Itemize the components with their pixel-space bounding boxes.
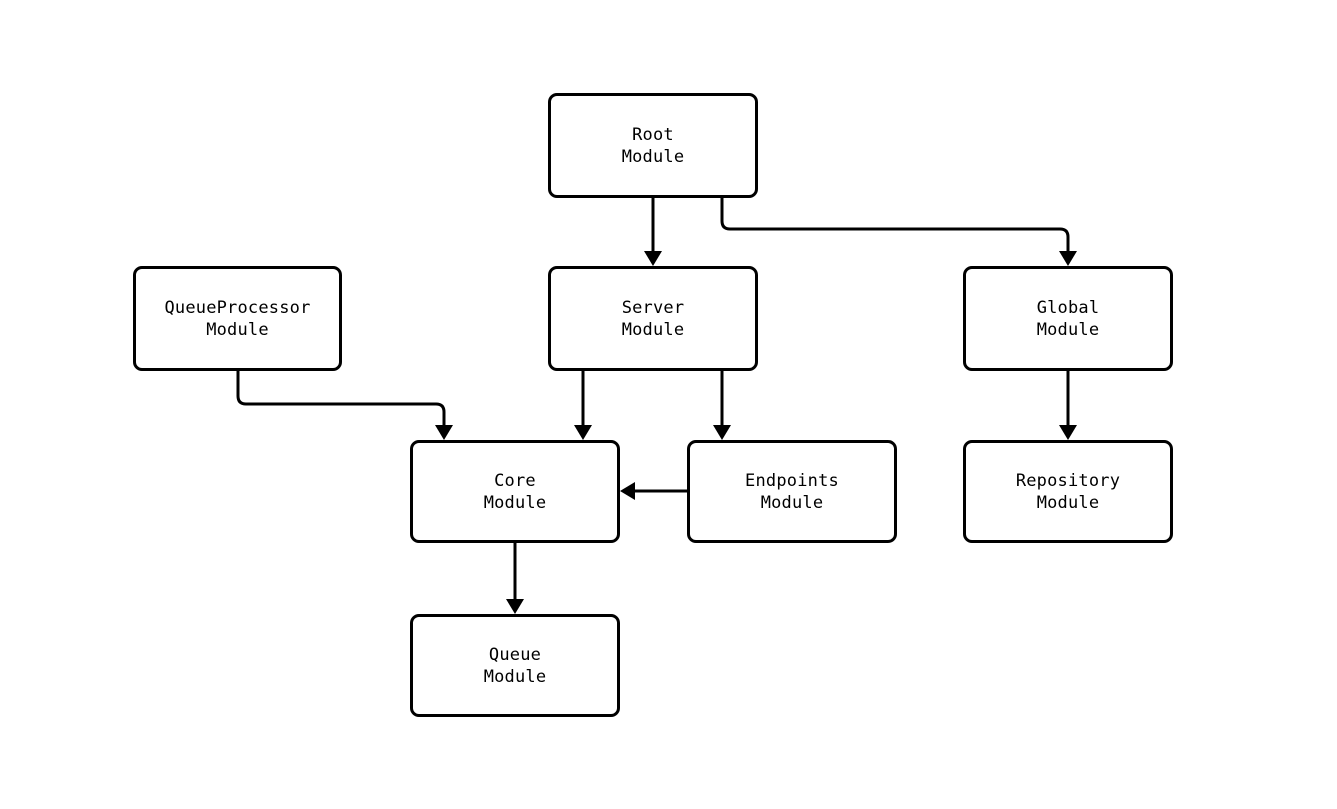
arrowhead-global-to-repository — [1059, 425, 1077, 440]
arrowhead-core-to-queue — [506, 599, 524, 614]
node-queue-label-line1: Queue — [488, 644, 542, 665]
node-endpoints-label-line2: Module — [760, 492, 824, 513]
node-queueprocessor-label-line1: QueueProcessor — [164, 297, 311, 318]
node-server-label-line2: Module — [621, 319, 685, 340]
arrowhead-root-to-server — [644, 251, 662, 266]
edge-root-to-global — [720, 198, 1070, 252]
arrowhead-server-to-endpoints — [713, 425, 731, 440]
arrowhead-server-to-core — [574, 425, 592, 440]
node-root-label-line2: Module — [621, 146, 685, 167]
node-root-label-line1: Root — [632, 124, 674, 145]
node-global-label-line1: Global — [1036, 297, 1100, 318]
arrowhead-queueprocessor-to-core — [435, 425, 453, 440]
node-queueprocessor-label-line2: Module — [206, 319, 269, 340]
node-core-label-line2: Module — [483, 492, 547, 513]
node-core-label-line1: Core — [494, 470, 536, 491]
node-queue-label-line2: Module — [483, 666, 547, 687]
node-server-label-line1: Server — [621, 297, 685, 318]
edge-queueprocessor-to-core — [236, 371, 446, 426]
node-repository-label-line1: Repository — [1015, 470, 1121, 491]
arrowhead-endpoints-to-core — [620, 482, 635, 500]
arrowhead-root-to-global — [1059, 251, 1077, 266]
node-global-label-line2: Module — [1036, 319, 1100, 340]
node-endpoints-label-line1: Endpoints — [745, 470, 839, 491]
node-repository-label-line2: Module — [1036, 492, 1100, 513]
